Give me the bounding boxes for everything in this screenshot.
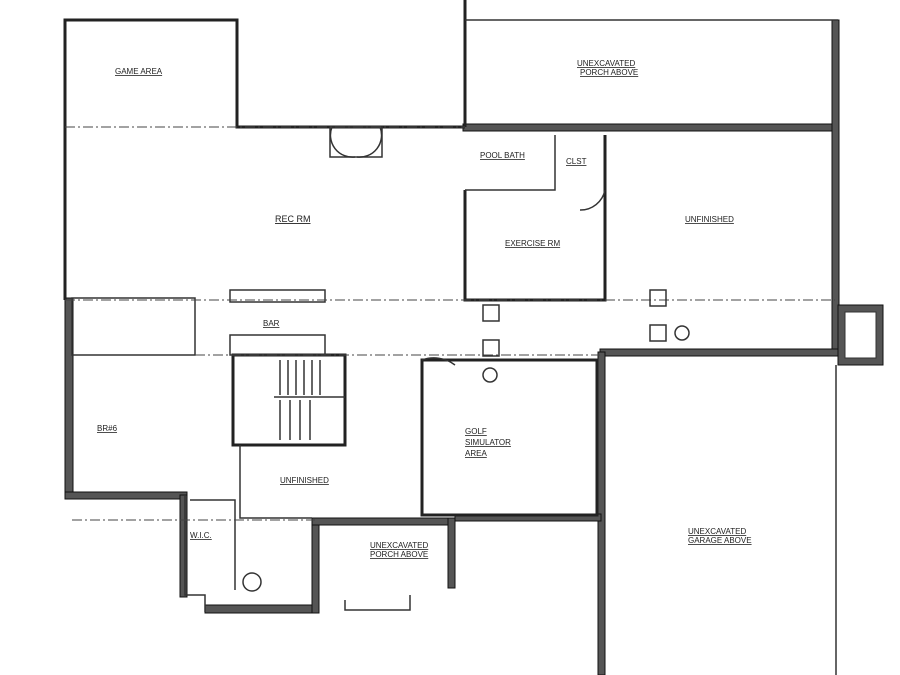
doors: [329, 126, 606, 366]
label-walk-in-closet: W.I.C.: [190, 531, 212, 540]
label-porch-above-bottom-2: PORCH ABOVE: [370, 550, 428, 559]
label-garage-above-1: UNEXCAVATED: [688, 527, 746, 536]
label-pool-bath: POOL BATH: [480, 151, 525, 160]
label-rec-room: REC RM: [275, 214, 311, 224]
label-golf-2: SIMULATOR: [465, 438, 511, 447]
fixtures: [242, 289, 690, 592]
label-bar: BAR: [263, 319, 280, 328]
label-unfinished-right: UNFINISHED: [685, 215, 734, 224]
label-closet: CLST: [566, 157, 587, 166]
label-unfinished-center: UNFINISHED: [280, 476, 329, 485]
label-garage-above-2: GARAGE ABOVE: [688, 536, 752, 545]
label-porch-above-top-2: PORCH ABOVE: [580, 68, 638, 77]
label-golf-3: AREA: [465, 449, 487, 458]
room-labels: GAME AREA UNEXCAVATED PORCH ABOVE POOL B…: [97, 59, 752, 559]
foundation-walls: [64, 19, 884, 675]
label-game-area: GAME AREA: [115, 67, 163, 76]
stairs: [274, 360, 345, 440]
label-golf-1: GOLF: [465, 427, 487, 436]
grid-lines: [65, 126, 835, 521]
label-bedroom: BR#6: [97, 424, 118, 433]
label-exercise-room: EXERCISE RM: [505, 239, 560, 248]
label-porch-above-bottom-1: UNEXCAVATED: [370, 541, 428, 550]
label-porch-above-top-1: UNEXCAVATED: [577, 59, 635, 68]
